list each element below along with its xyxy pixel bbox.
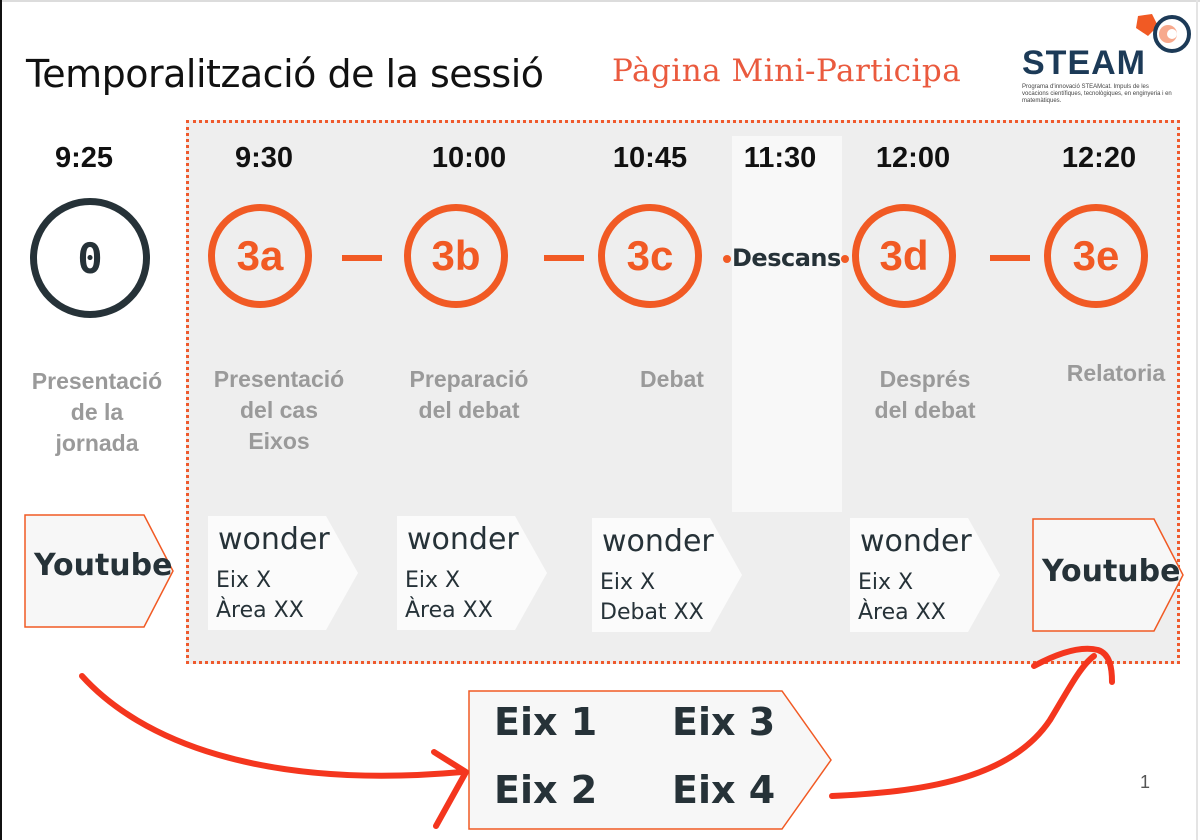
break-label: Descans <box>732 244 841 272</box>
step-0-label-line: jornada <box>55 430 139 456</box>
step-3a-label-line: del cas <box>240 397 318 423</box>
eix-2-label: Eix 2 <box>494 768 598 812</box>
step-0-label: Presentació de la jornada <box>12 366 182 459</box>
steam-logo-subtitle: Programa d'innovació STEAMcat. Impuls de… <box>1022 84 1172 104</box>
youtube-card-start-text: Youtube <box>34 548 173 583</box>
wonder-card-3c-line2: Debat XX <box>600 600 704 625</box>
connector-dot-left <box>723 255 731 263</box>
step-3a-circle: 3a <box>208 204 312 308</box>
time-3b: 10:00 <box>431 142 507 174</box>
time-break: 11:30 <box>743 142 817 174</box>
step-3a-label-line: Eixos <box>248 428 310 454</box>
wonder-card-3a-title: wonder <box>218 522 330 557</box>
step-3c-circle: 3c <box>598 204 702 308</box>
step-3e-code: 3e <box>1072 232 1120 279</box>
step-0-label-line: de la <box>70 399 124 425</box>
steam-logo-icon <box>1128 12 1198 56</box>
step-0-circle: 0 <box>30 198 150 318</box>
step-3e-circle: 3e <box>1044 204 1148 308</box>
time-3d: 12:00 <box>875 142 951 174</box>
youtube-card-start[interactable]: Youtube <box>24 514 174 628</box>
wonder-card-3b-title: wonder <box>407 522 519 557</box>
step-3b-label-line: Preparació <box>409 366 529 392</box>
step-3c-label: Debat <box>587 364 757 395</box>
wonder-card-3d-line1: Eix X <box>858 570 914 595</box>
step-3d-code: 3d <box>879 232 929 279</box>
connector-dot-right <box>841 255 849 263</box>
step-3c-code: 3c <box>626 232 674 279</box>
wonder-card-3d[interactable]: wonder Eix X Àrea XX <box>850 518 1000 632</box>
eix-1-label: Eix 1 <box>494 700 598 744</box>
wonder-card-3c-title: wonder <box>602 524 714 559</box>
step-3d-label-line: del debat <box>874 397 976 423</box>
step-3d-label: Després del debat <box>840 364 1010 426</box>
eix-3-label: Eix 3 <box>672 700 776 744</box>
right-border <box>1196 0 1198 840</box>
step-3b-label-line: del debat <box>418 397 520 423</box>
wonder-card-3b-line2: Àrea XX <box>405 598 493 623</box>
step-3b-label: Preparació del debat <box>384 364 554 426</box>
youtube-card-end[interactable]: Youtube <box>1032 518 1184 632</box>
step-3d-label-line: Després <box>879 366 971 392</box>
wonder-card-3a-line2: Àrea XX <box>216 598 304 623</box>
step-3c-label-line: Debat <box>640 366 704 392</box>
connector-3a-3b <box>342 255 382 261</box>
break-column <box>732 136 842 512</box>
step-3e-label: Relatoria <box>1031 358 1200 389</box>
step-3a-label-line: Presentació <box>213 366 345 392</box>
step-0-code: 0 <box>77 233 103 283</box>
wonder-card-3a-line1: Eix X <box>216 568 272 593</box>
mini-participa-heading: Pàgina Mini-Participa <box>612 53 962 89</box>
step-3d-circle: 3d <box>852 204 956 308</box>
page-number: 1 <box>1140 772 1151 792</box>
step-3a-code: 3a <box>236 232 284 279</box>
time-3a: 9:30 <box>234 142 294 174</box>
wonder-card-3b-line1: Eix X <box>405 568 461 593</box>
eixos-card[interactable]: Eix 1 Eix 3 Eix 2 Eix 4 <box>468 690 832 830</box>
step-0-label-line: Presentació <box>31 368 163 394</box>
step-3b-circle: 3b <box>404 204 508 308</box>
connector-3b-3c <box>544 255 584 261</box>
step-3e-label-line: Relatoria <box>1066 360 1166 386</box>
youtube-card-end-text: Youtube <box>1042 554 1181 589</box>
step-3a-label: Presentació del cas Eixos <box>194 364 364 457</box>
steam-logo-word: STEAM <box>1022 44 1146 82</box>
wonder-card-3c-line1: Eix X <box>600 570 656 595</box>
wonder-card-3a[interactable]: wonder Eix X Àrea XX <box>208 516 358 630</box>
page-title: Temporalització de la sessió <box>26 52 544 96</box>
connector-3d-3e <box>990 255 1030 261</box>
step-3b-code: 3b <box>431 232 481 279</box>
wonder-card-3d-title: wonder <box>860 524 972 559</box>
wonder-card-3b[interactable]: wonder Eix X Àrea XX <box>397 516 547 630</box>
time-3c: 10:45 <box>612 142 688 174</box>
left-border <box>0 0 2 840</box>
time-0: 9:25 <box>54 142 114 174</box>
eix-4-label: Eix 4 <box>672 768 776 812</box>
time-3e: 12:20 <box>1061 142 1137 174</box>
wonder-card-3c[interactable]: wonder Eix X Debat XX <box>592 518 742 632</box>
wonder-card-3d-line2: Àrea XX <box>858 600 946 625</box>
top-border <box>0 0 1200 2</box>
